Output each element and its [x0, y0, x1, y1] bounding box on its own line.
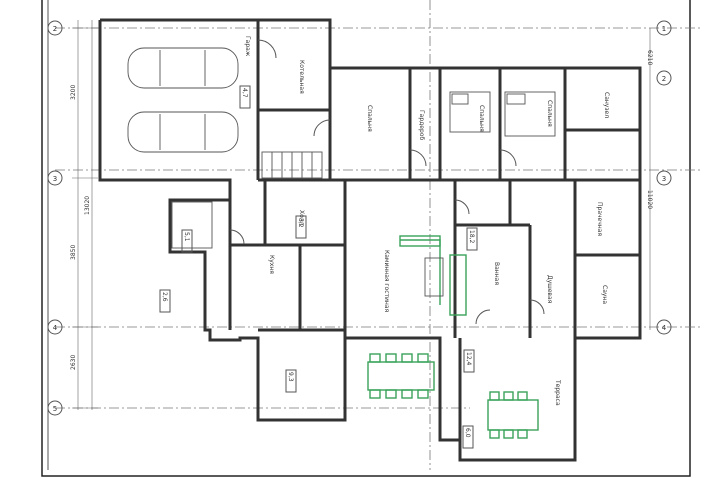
- room-label: Санузел: [603, 92, 610, 118]
- axis-bubbles-right: 1 2 3 4: [656, 20, 672, 335]
- room-label: Душевая: [546, 275, 553, 304]
- area-tag: 3,2: [297, 218, 304, 228]
- dim-label: 11020: [646, 190, 653, 209]
- exterior-walls: [98, 18, 642, 462]
- room-labels: Гараж Котельная Холл Спальня Гардероб Сп…: [244, 36, 610, 406]
- area-tag: 12,4: [465, 352, 472, 366]
- dimension-lines-left: 3200 3850 2630 13020: [70, 20, 98, 410]
- axis-label: 2: [53, 25, 57, 33]
- staircase-icon: [261, 151, 323, 179]
- room-label: Прачечная: [596, 202, 603, 236]
- axis-bubbles-left: 2 3 4 5: [47, 20, 63, 416]
- dining-table-icon: [367, 353, 435, 399]
- room-label: Каминная гостиная: [383, 250, 390, 313]
- area-tag: 2,6: [161, 292, 168, 302]
- room-label: Гардероб: [418, 110, 425, 140]
- room-label: Кухня: [268, 255, 275, 274]
- sheet-frame: [41, 0, 691, 477]
- axis-label: 3: [662, 175, 666, 183]
- axis-label: 4: [53, 324, 58, 332]
- area-tag: 6,0: [464, 428, 471, 438]
- terrace-table-icon: [487, 391, 539, 439]
- dim-label: 2630: [70, 355, 77, 370]
- room-label: Спальня: [546, 100, 553, 127]
- room-label: Сауна: [601, 285, 608, 304]
- dim-label: 3850: [70, 245, 77, 260]
- area-tags: 4,7 5,1 3,2 2,6 12,4 6,0 9,3 18,2: [159, 85, 478, 449]
- room-label: Терраса: [554, 379, 561, 406]
- axis-label: 3: [53, 175, 57, 183]
- room-label: Гараж: [244, 36, 251, 57]
- dimension-lines-right: 6210 11020: [646, 28, 653, 330]
- axis-label: 2: [662, 75, 666, 83]
- axis-label: 1: [662, 25, 666, 33]
- room-label: Ванная: [493, 262, 500, 285]
- area-tag: 5,1: [183, 232, 190, 242]
- room-label: Котельная: [298, 60, 305, 94]
- area-tag: 9,3: [287, 372, 294, 382]
- bed-icon: [449, 91, 491, 133]
- interior-walls: [228, 20, 640, 440]
- car-icon: [127, 111, 239, 153]
- car-icon: [127, 47, 239, 89]
- dim-label: 6210: [646, 50, 653, 65]
- axis-label: 4: [662, 324, 667, 332]
- room-label: Спальня: [478, 105, 485, 132]
- area-tag: 4,7: [241, 88, 248, 98]
- axis-label: 5: [53, 405, 57, 413]
- room-label: Спальня: [366, 105, 373, 132]
- dim-label: 3200: [70, 85, 77, 100]
- bed-icon: [504, 91, 556, 137]
- area-tag: 18,2: [468, 230, 475, 244]
- sofa-icon: [399, 235, 467, 316]
- dim-label: 13020: [84, 196, 91, 215]
- room-label: Холл: [298, 210, 305, 226]
- grid-axes: [55, 0, 700, 470]
- door-swings: [229, 39, 545, 325]
